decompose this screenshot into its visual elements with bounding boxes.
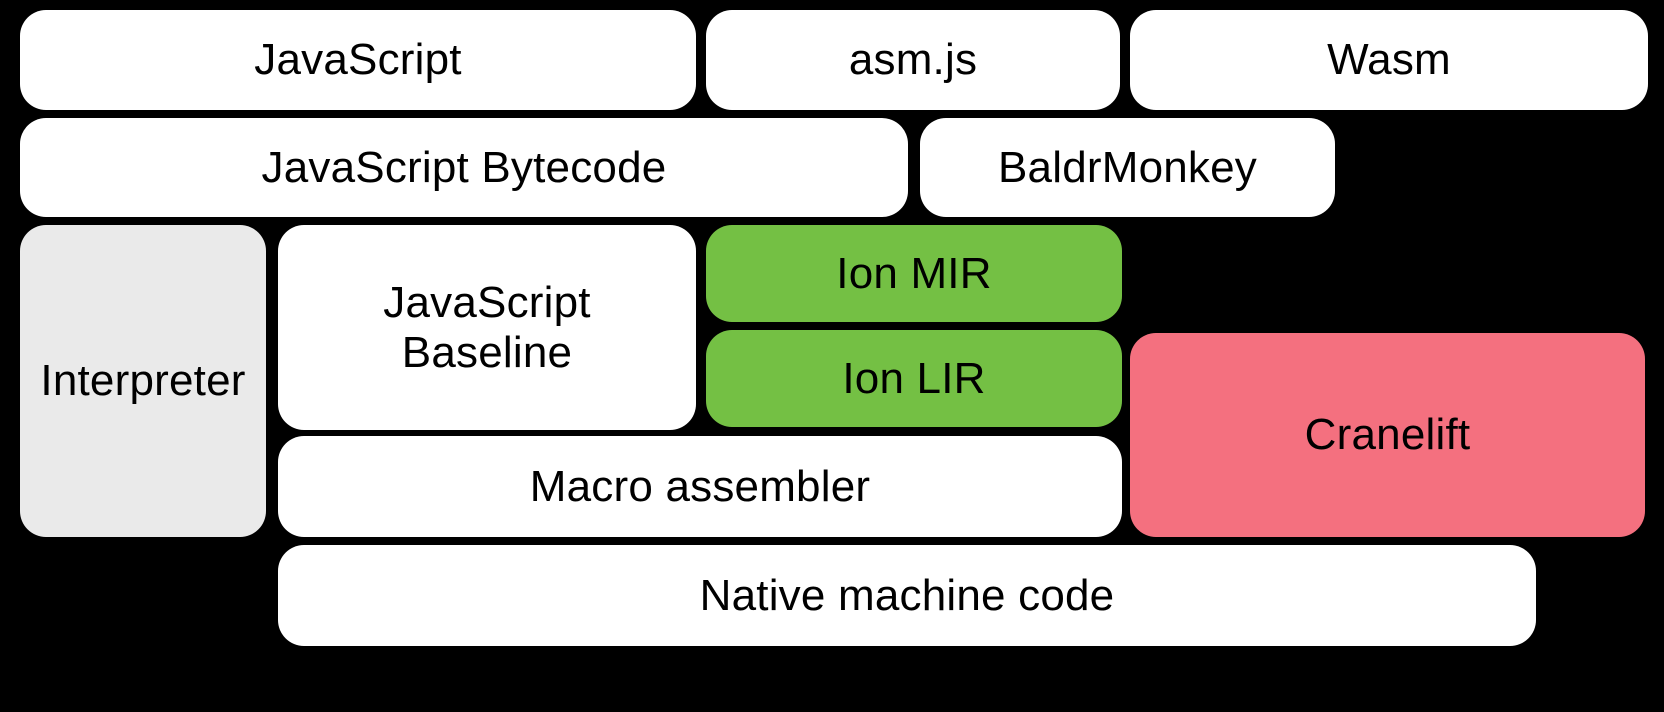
- node-javascript-baseline-label: JavaScript Baseline: [383, 278, 591, 377]
- node-ion-lir-label: Ion LIR: [842, 353, 986, 403]
- node-ion-mir-label: Ion MIR: [836, 248, 992, 298]
- node-wasm-label: Wasm: [1327, 35, 1451, 85]
- node-javascript-bytecode-label: JavaScript Bytecode: [261, 142, 667, 192]
- node-javascript[interactable]: JavaScript: [20, 10, 696, 110]
- node-javascript-label: JavaScript: [254, 35, 462, 85]
- node-interpreter[interactable]: Interpreter: [20, 225, 266, 537]
- node-native-machine-code-label: Native machine code: [699, 570, 1115, 620]
- node-asmjs-label: asm.js: [848, 35, 978, 85]
- node-interpreter-label: Interpreter: [40, 356, 246, 406]
- node-macro-assembler[interactable]: Macro assembler: [278, 436, 1122, 537]
- node-asmjs[interactable]: asm.js: [706, 10, 1120, 110]
- node-javascript-baseline[interactable]: JavaScript Baseline: [278, 225, 696, 430]
- node-cranelift-label: Cranelift: [1304, 410, 1471, 460]
- node-native-machine-code[interactable]: Native machine code: [278, 545, 1536, 646]
- node-macro-assembler-label: Macro assembler: [529, 461, 871, 511]
- node-cranelift[interactable]: Cranelift: [1130, 333, 1645, 537]
- node-wasm[interactable]: Wasm: [1130, 10, 1648, 110]
- node-ion-mir[interactable]: Ion MIR: [706, 225, 1122, 322]
- node-ion-lir[interactable]: Ion LIR: [706, 330, 1122, 427]
- node-baldrmonkey[interactable]: BaldrMonkey: [920, 118, 1335, 217]
- node-baldrmonkey-label: BaldrMonkey: [998, 142, 1257, 192]
- node-javascript-bytecode[interactable]: JavaScript Bytecode: [20, 118, 908, 217]
